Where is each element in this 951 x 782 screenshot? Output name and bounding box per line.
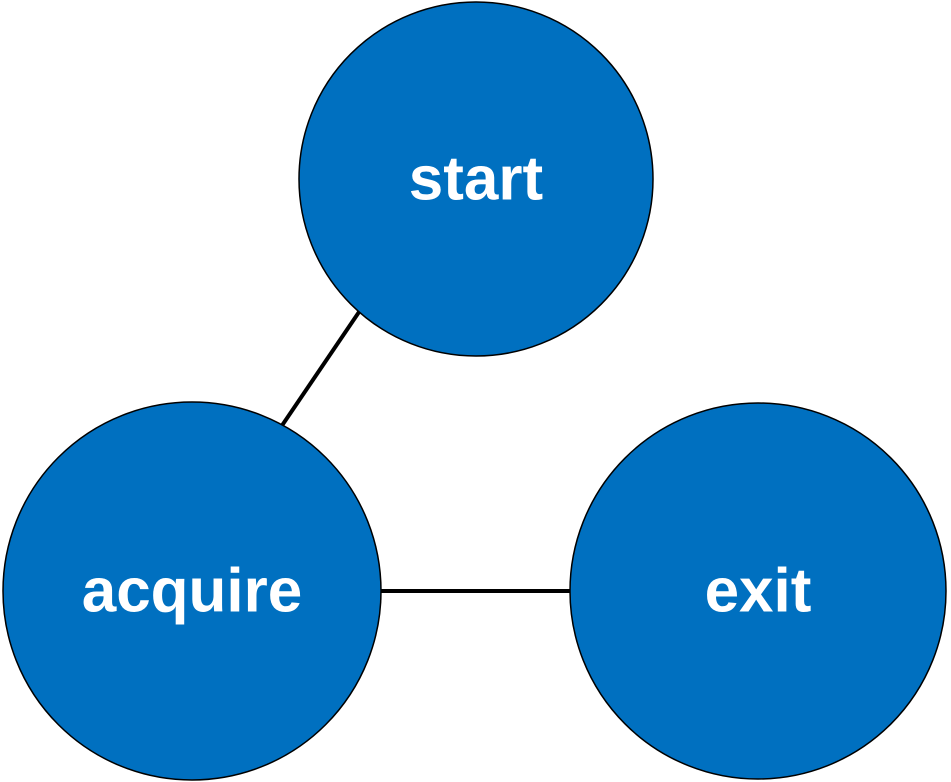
node-acquire-label: acquire [82, 557, 303, 626]
node-acquire[interactable]: acquire [2, 401, 382, 781]
node-start[interactable]: start [298, 1, 654, 357]
node-exit-circle [569, 402, 947, 780]
node-exit-label: exit [705, 557, 812, 626]
node-exit[interactable]: exit [569, 402, 947, 780]
node-acquire-circle [2, 401, 382, 781]
node-start-circle [298, 1, 654, 357]
edge-start-acquire [279, 310, 361, 429]
node-start-label: start [409, 145, 543, 214]
